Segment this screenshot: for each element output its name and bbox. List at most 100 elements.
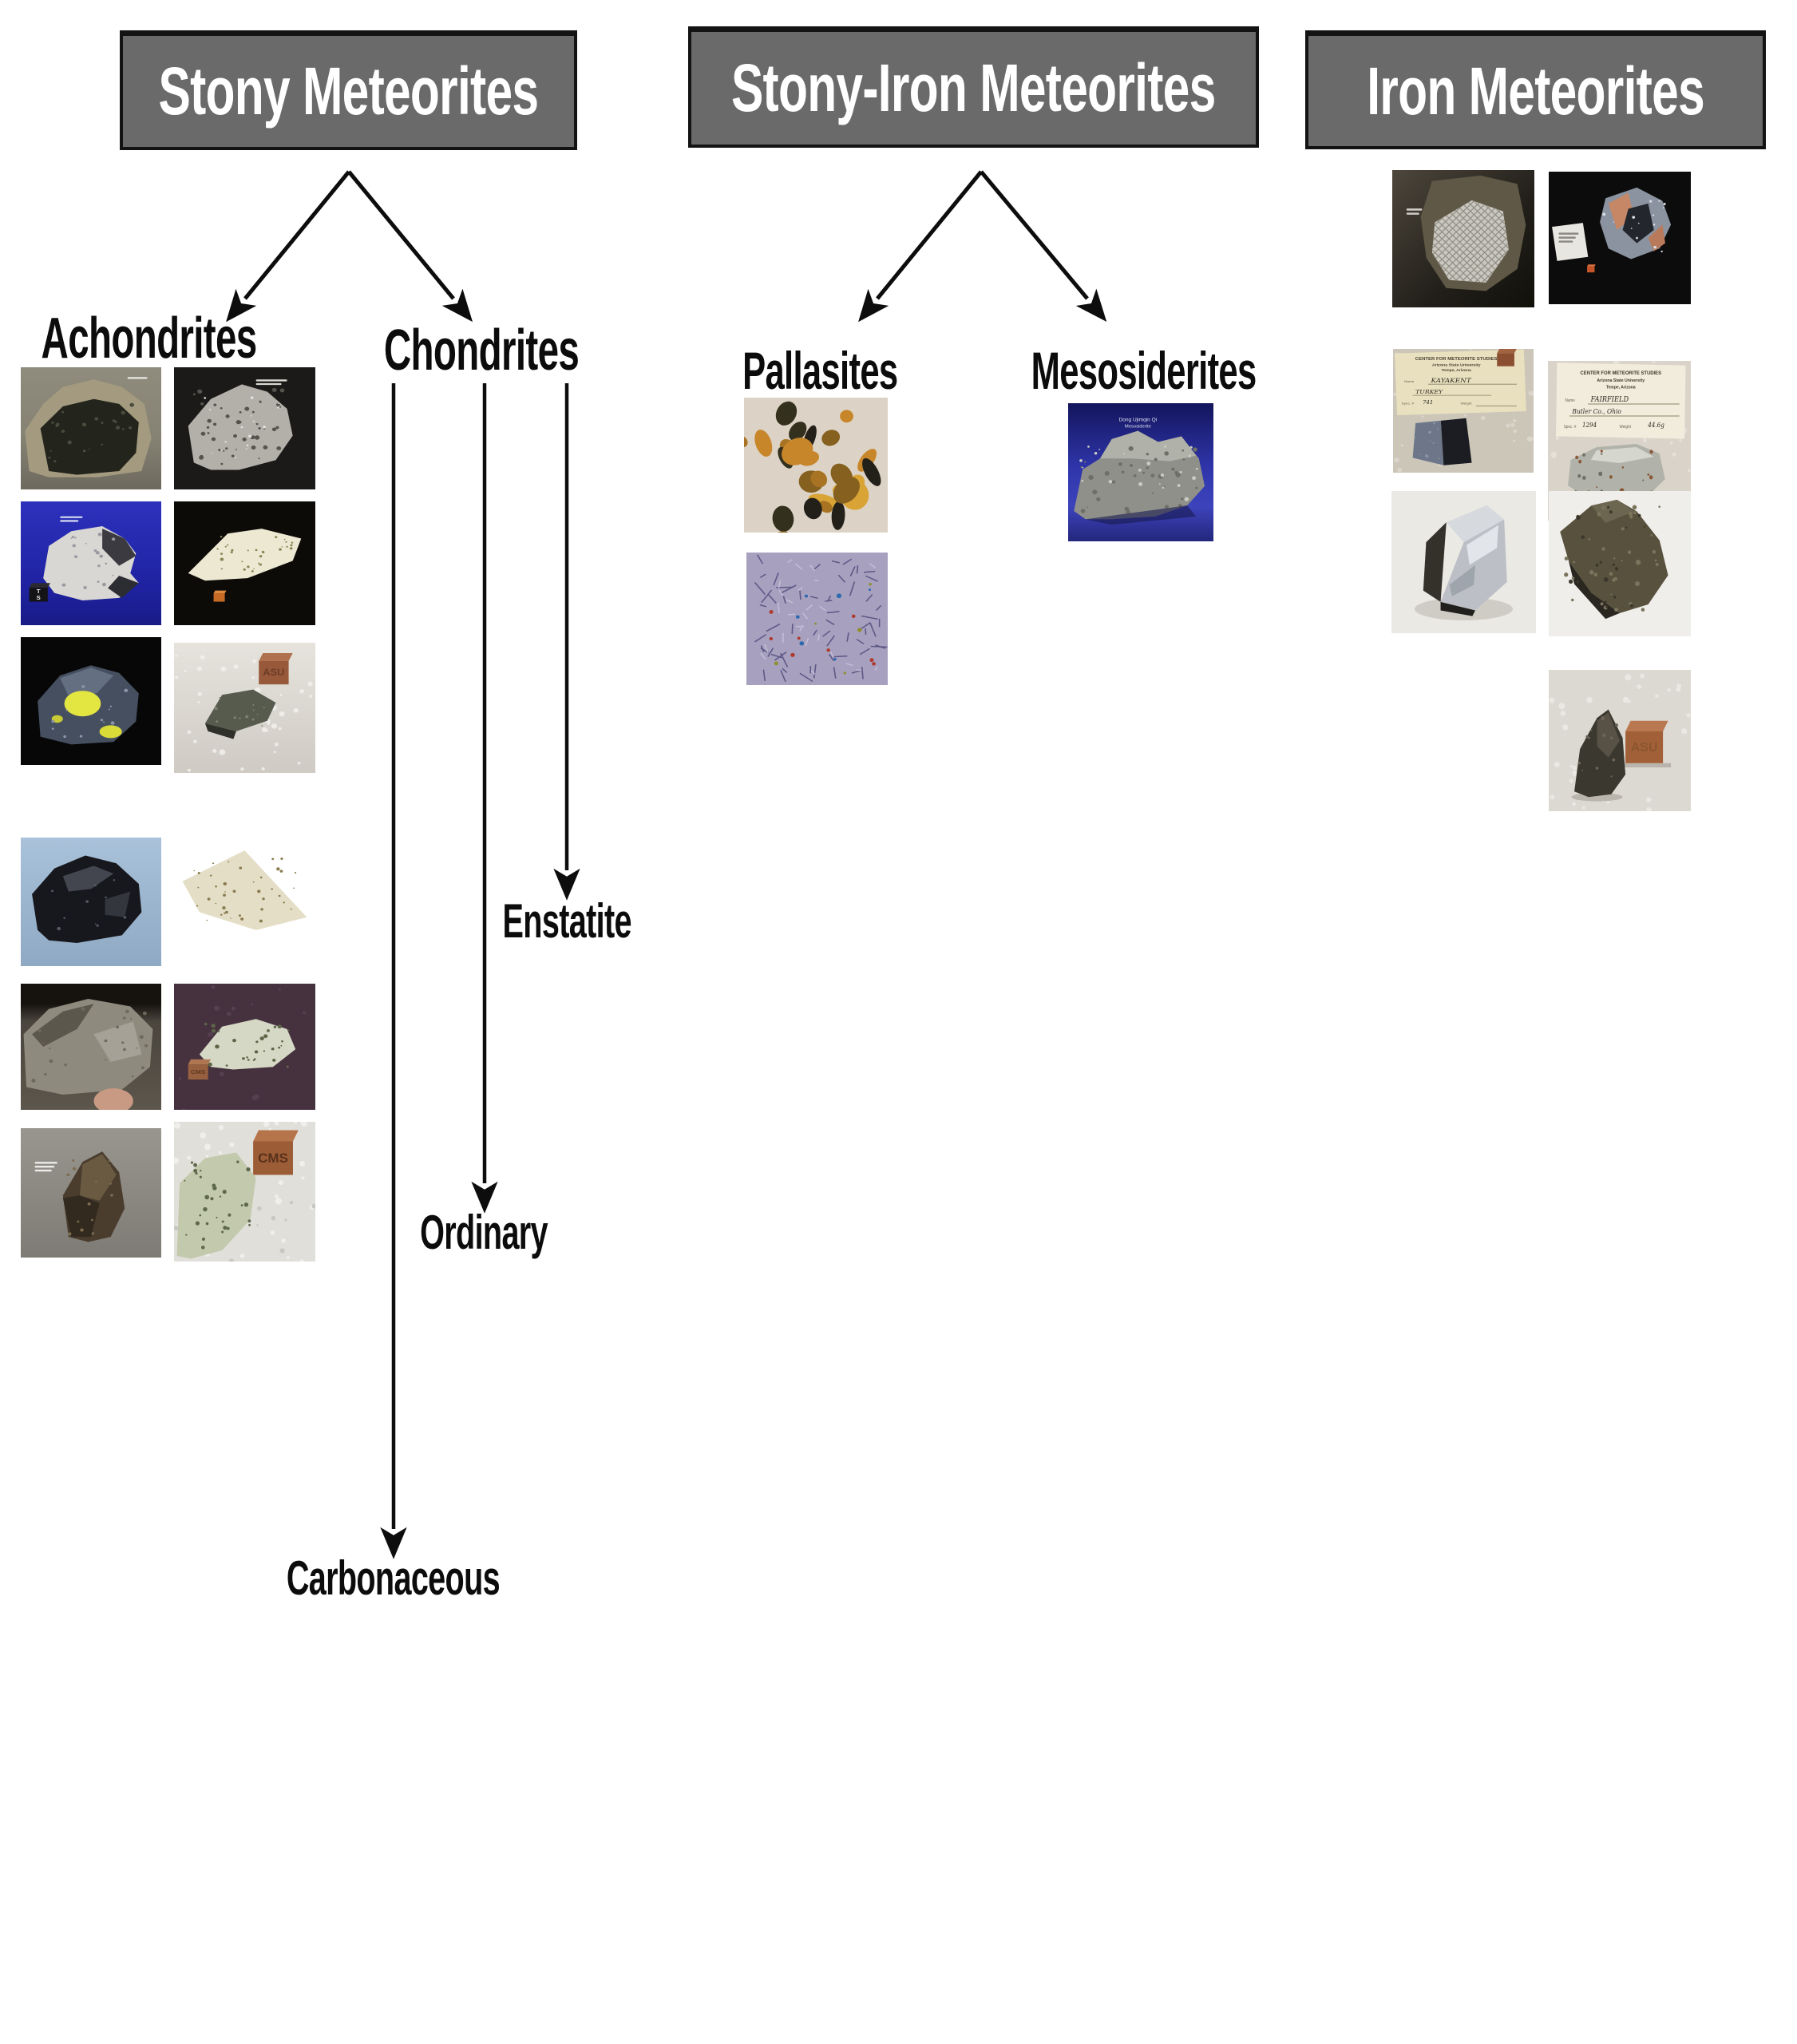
scale-cube: ASU bbox=[259, 653, 293, 685]
photo-iron-pyramid-cube: ASU bbox=[1549, 670, 1691, 811]
label-achondrites: Achondrites bbox=[0, 307, 405, 370]
stony-to-achondrites bbox=[226, 170, 350, 323]
label-mesosiderites-text: Mesosiderites bbox=[1031, 341, 1257, 400]
stony-to-chondrites bbox=[347, 170, 473, 323]
scale-cube bbox=[1587, 264, 1596, 273]
photo-iron-fairfield-caption-l1: CENTER FOR METEORITE STUDIES bbox=[1581, 370, 1662, 376]
photo-iron-mottled bbox=[1549, 172, 1691, 304]
scale-cube: ASU bbox=[1625, 720, 1668, 763]
photo-achondrite-10-cube-label: CMS bbox=[191, 1068, 207, 1075]
photo-iron-kayakent-caption-l2: Arizona State University bbox=[1432, 363, 1481, 368]
photo-iron-kayakent-caption-weight_label: Weight bbox=[1460, 402, 1472, 406]
photo-iron-pyramid-cube-cube-label: ASU bbox=[1631, 741, 1658, 755]
photo-iron-fairfield-caption-spec: 1294 bbox=[1582, 422, 1597, 429]
scale-cube bbox=[213, 590, 227, 602]
label-carbonaceous: Carbonaceous bbox=[137, 1553, 648, 1603]
photo-achondrite-2 bbox=[174, 367, 315, 489]
photo-achondrite-1-art bbox=[25, 377, 152, 477]
label-carbonaceous-text: Carbonaceous bbox=[286, 1551, 500, 1605]
photo-pallasite-olivine bbox=[744, 398, 888, 533]
photo-achondrite-12: CMS bbox=[174, 1122, 315, 1262]
label-chondrites-text: Chondrites bbox=[383, 319, 580, 382]
caption-marks bbox=[127, 377, 148, 379]
caption-marks bbox=[255, 379, 287, 386]
photo-iron-kayakent-caption-name: KAYAKENT bbox=[1430, 376, 1472, 383]
photo-achondrite-5-art bbox=[38, 665, 139, 745]
photo-iron-fairfield-caption-name_label: Name bbox=[1565, 398, 1575, 403]
scale-cube bbox=[1497, 349, 1517, 366]
photo-achondrite-10-art: CMS bbox=[178, 985, 307, 1110]
label-enstatite: Enstatite bbox=[311, 896, 822, 946]
photo-iron-kayakent-caption-name_label: Name bbox=[1404, 379, 1415, 383]
caption-marks bbox=[1406, 208, 1423, 215]
header-box-iron-meteorites: Iron Meteorites bbox=[1305, 30, 1766, 149]
label-mesosiderites: Mesosiderites bbox=[889, 343, 1399, 398]
photo-achondrite-6: ASU bbox=[174, 643, 315, 773]
photo-pallasite-thin-section-art bbox=[754, 554, 888, 683]
label-pallasites: Pallasites bbox=[564, 343, 1075, 398]
caption-marks bbox=[60, 516, 83, 522]
scale-cube: CMS bbox=[188, 1059, 212, 1080]
label-pallasites-text: Pallasites bbox=[742, 341, 898, 400]
photo-achondrite-5 bbox=[21, 637, 161, 765]
photo-iron-kayakent-caption-spec: 741 bbox=[1423, 399, 1433, 405]
photo-achondrite-6-cube-label: ASU bbox=[263, 667, 284, 678]
photo-iron-mottled-art bbox=[1552, 187, 1672, 273]
photo-iron-fairfield-caption-weight_label: Weight bbox=[1620, 425, 1632, 430]
photo-achondrite-9-art bbox=[23, 998, 153, 1110]
photo-achondrite-2-art bbox=[188, 379, 293, 470]
photo-achondrite-7-art bbox=[32, 855, 142, 944]
photo-iron-fairfield-caption-l3: Tempe, Arizona bbox=[1606, 385, 1636, 390]
label-ordinary-text: Ordinary bbox=[420, 1206, 548, 1259]
photo-achondrite-4-art bbox=[188, 529, 302, 602]
header-box-stony-meteorites: Stony Meteorites bbox=[120, 30, 577, 150]
photo-iron-kayakent-caption-spec_label: Spec. # bbox=[1402, 402, 1415, 406]
photo-iron-polished-block-art bbox=[1414, 505, 1514, 620]
photo-iron-fairfield-art: CENTER FOR METEORITE STUDIES Arizona Stat… bbox=[1550, 361, 1691, 520]
photo-iron-fairfield-caption-locality: Butler Co., Ohio bbox=[1571, 408, 1621, 415]
photo-achondrite-12-cube-label: CMS bbox=[258, 1151, 288, 1166]
photo-achondrite-1 bbox=[21, 367, 161, 489]
photo-iron-pyramid-cube-art: ASU bbox=[1549, 673, 1691, 811]
photo-pallasite-olivine-art bbox=[744, 401, 881, 533]
photo-achondrite-4 bbox=[174, 501, 315, 625]
photo-achondrite-8-art bbox=[182, 850, 307, 930]
photo-achondrite-9 bbox=[21, 984, 161, 1110]
photo-iron-fairfield-caption-name: FAIRFIELD bbox=[1590, 396, 1629, 405]
photo-achondrite-11-art bbox=[34, 1151, 125, 1242]
stonyiron-to-mesosiderites bbox=[980, 170, 1107, 322]
photo-iron-rough-art bbox=[1560, 499, 1668, 620]
photo-iron-kayakent-caption-l1: CENTER FOR METEORITE STUDIES bbox=[1415, 357, 1498, 362]
photo-iron-fairfield-caption-weight: 44.6g bbox=[1647, 422, 1664, 429]
header-label-stony-iron-meteorites: Stony-Iron Meteorites bbox=[731, 50, 1216, 125]
label-enstatite-text: Enstatite bbox=[502, 894, 631, 948]
photo-iron-fairfield-caption-spec_label: Spec. # bbox=[1564, 425, 1577, 430]
photo-achondrite-12-art: CMS bbox=[174, 1122, 315, 1262]
photo-achondrite-7 bbox=[21, 838, 161, 966]
photo-iron-kayakent-caption-l3: Tempe, Arizona bbox=[1442, 368, 1472, 373]
photo-iron-etched-slice-art bbox=[1406, 175, 1526, 291]
photo-mesosiderite-caption-l1: Dong Ujimqin Qi bbox=[1119, 418, 1158, 423]
caption-marks bbox=[1558, 232, 1579, 243]
photo-iron-polished-block bbox=[1391, 491, 1536, 633]
photo-achondrite-6-art: ASU bbox=[174, 653, 313, 772]
stonyiron-to-pallasites bbox=[858, 170, 983, 323]
photo-achondrite-11 bbox=[21, 1128, 161, 1258]
header-box-stony-iron-meteorites: Stony-Iron Meteorites bbox=[688, 26, 1259, 148]
scale-cube: CMS bbox=[253, 1130, 299, 1175]
photo-pallasite-thin-section bbox=[746, 553, 888, 685]
caption-marks bbox=[34, 1162, 57, 1172]
label-achondrites-text: Achondrites bbox=[42, 307, 258, 370]
header-label-stony-meteorites: Stony Meteorites bbox=[158, 53, 540, 129]
photo-achondrite-10: CMS bbox=[174, 984, 315, 1110]
photo-iron-fairfield-caption-l2: Arizona State University bbox=[1597, 378, 1645, 383]
